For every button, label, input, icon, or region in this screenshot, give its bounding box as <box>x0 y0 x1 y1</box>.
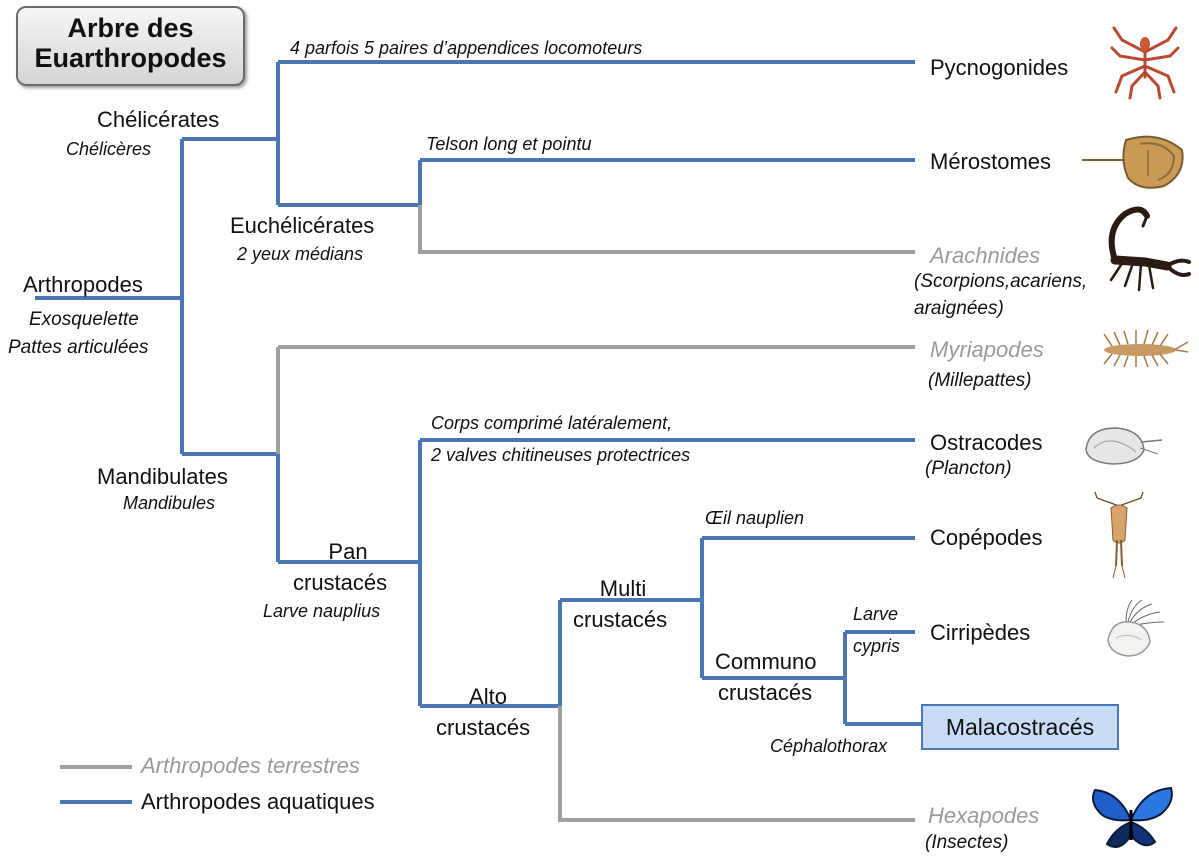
leaf-myriapodes: Myriapodes <box>930 337 1044 362</box>
node-pancrustaces-name2: crustacés <box>293 570 388 595</box>
leaf-arachnides-sub2: araignées) <box>914 298 1004 319</box>
node-mandibulates-trait: Mandibules <box>123 493 216 513</box>
trait-pycnogonides: 4 parfois 5 paires d’appendices locomote… <box>290 38 643 58</box>
node-communocrustaces-name2: crustacés <box>718 680 813 705</box>
centipede-icon <box>1103 329 1189 368</box>
leaf-ostracodes: Ostracodes <box>930 430 1043 455</box>
node-euchelicerates-name: Euchélicérates <box>230 213 375 238</box>
legend-terrestrial-line <box>60 765 132 769</box>
leaf-arachnides-sub1: (Scorpions,acariens, <box>914 271 1088 292</box>
scorpion-icon <box>1108 206 1191 292</box>
node-pancrustaces-trait: Larve nauplius <box>263 601 381 621</box>
node-pancrustaces-name1: Pan <box>328 539 368 564</box>
trait-larve-line1: Larve <box>853 604 899 624</box>
diagram-title: Arbre des Euarthropodes <box>34 13 227 73</box>
trait-cephalothorax: Céphalothorax <box>770 736 888 756</box>
node-communocrustaces-name1: Communo <box>715 649 817 674</box>
branch-hexapodes <box>558 706 915 822</box>
butterfly-icon <box>1092 786 1173 848</box>
legend-aquatic-label: Arthropodes aquatiques <box>141 789 375 814</box>
sea-spider-icon <box>1110 26 1180 100</box>
node-arthropodes-trait1: Exosquelette <box>29 309 139 330</box>
legend-aquatic-line <box>60 800 132 804</box>
node-arthropodes-name: Arthropodes <box>23 272 143 297</box>
title-box: Arbre des Euarthropodes <box>16 6 245 86</box>
leaf-cirripedes: Cirripèdes <box>930 620 1031 645</box>
horseshoe-crab-icon <box>1082 135 1184 189</box>
leaf-ostracodes-sub: (Plancton) <box>925 458 1012 479</box>
leaf-arachnides: Arachnides <box>930 243 1041 268</box>
node-euchelicerates-trait: 2 yeux médians <box>237 244 364 264</box>
leaf-hexapodes-sub: (Insectes) <box>925 832 1009 853</box>
ostracod-icon <box>1085 427 1163 465</box>
trait-ostracodes-line2: 2 valves chitineuses protectrices <box>431 445 691 465</box>
leaf-pycnogonides: Pycnogonides <box>930 55 1069 80</box>
node-arthropodes-trait2: Pattes articulées <box>8 337 149 358</box>
node-chelicerates-trait: Chélicères <box>66 139 152 159</box>
copepod-icon <box>1094 491 1144 579</box>
node-mandibulates-name: Mandibulates <box>97 464 228 489</box>
trait-telson: Telson long et pointu <box>426 134 592 154</box>
node-multicrustaces-name2: crustacés <box>573 607 668 632</box>
legend-terrestrial-label: Arthropodes terrestres <box>141 753 360 778</box>
trait-ostracodes-line1: Corps comprimé latéralement, <box>431 413 673 433</box>
node-multicrustaces-name1: Multi <box>599 576 647 601</box>
trait-oeil-nauplien: Œil nauplien <box>705 508 805 528</box>
leaf-malacostraces: Malacostracés <box>945 714 1095 740</box>
trait-larve-line2: cypris <box>853 636 901 656</box>
barnacle-icon <box>1107 599 1165 657</box>
leaf-hexapodes: Hexapodes <box>928 803 1040 828</box>
leaf-myriapodes-sub: (Millepattes) <box>928 370 1032 391</box>
node-altocrustaces-name1: Alto <box>469 684 507 709</box>
node-chelicerates-name: Chélicérates <box>97 107 220 132</box>
leaf-merostomes: Mérostomes <box>930 149 1052 174</box>
node-altocrustaces-name2: crustacés <box>436 715 531 740</box>
leaf-malacostraces-box: Malacostracés <box>921 704 1119 750</box>
branch-arachnides <box>418 205 915 254</box>
leaf-copepodes: Copépodes <box>930 525 1043 550</box>
